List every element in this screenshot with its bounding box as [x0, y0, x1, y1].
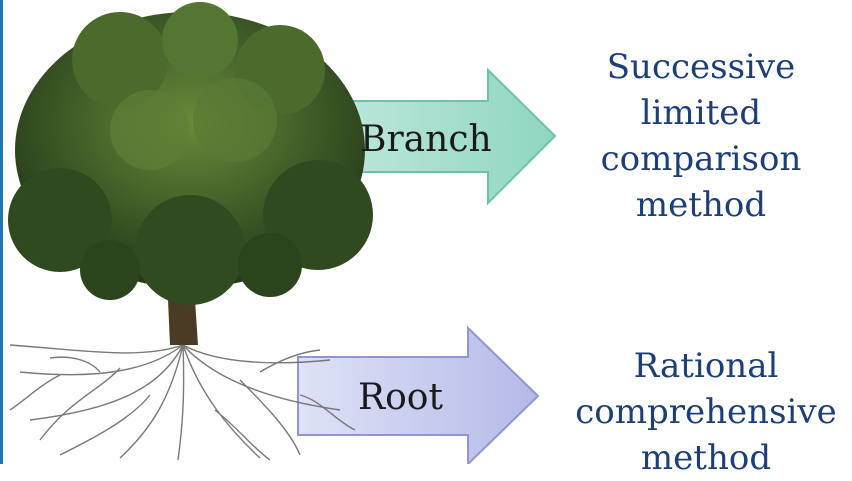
root-method-line: method — [640, 438, 772, 478]
root-method-line: comprehensive — [575, 392, 837, 432]
foliage-icon — [8, 2, 373, 305]
branch-method-line: limited — [640, 93, 762, 133]
root-arrow-icon — [297, 325, 540, 464]
left-edge-line — [0, 0, 3, 464]
tree-illustration — [8, 2, 373, 461]
roots-icon — [9, 344, 356, 461]
branch-arrow-label: Branch — [360, 119, 492, 160]
root-arrow-label: Root — [358, 377, 443, 418]
branch-method-text: Successive limited comparison method — [570, 44, 832, 228]
root-method-text: Rational comprehensive method — [566, 343, 846, 481]
root-method-line: Rational — [633, 346, 779, 386]
diagram: Branch Root Successive limited compariso… — [0, 0, 837, 478]
diagram-graphics — [8, 2, 557, 464]
branch-method-line: method — [635, 185, 767, 225]
branch-method-line: comparison — [600, 139, 802, 179]
branch-method-line: Successive — [606, 47, 796, 87]
